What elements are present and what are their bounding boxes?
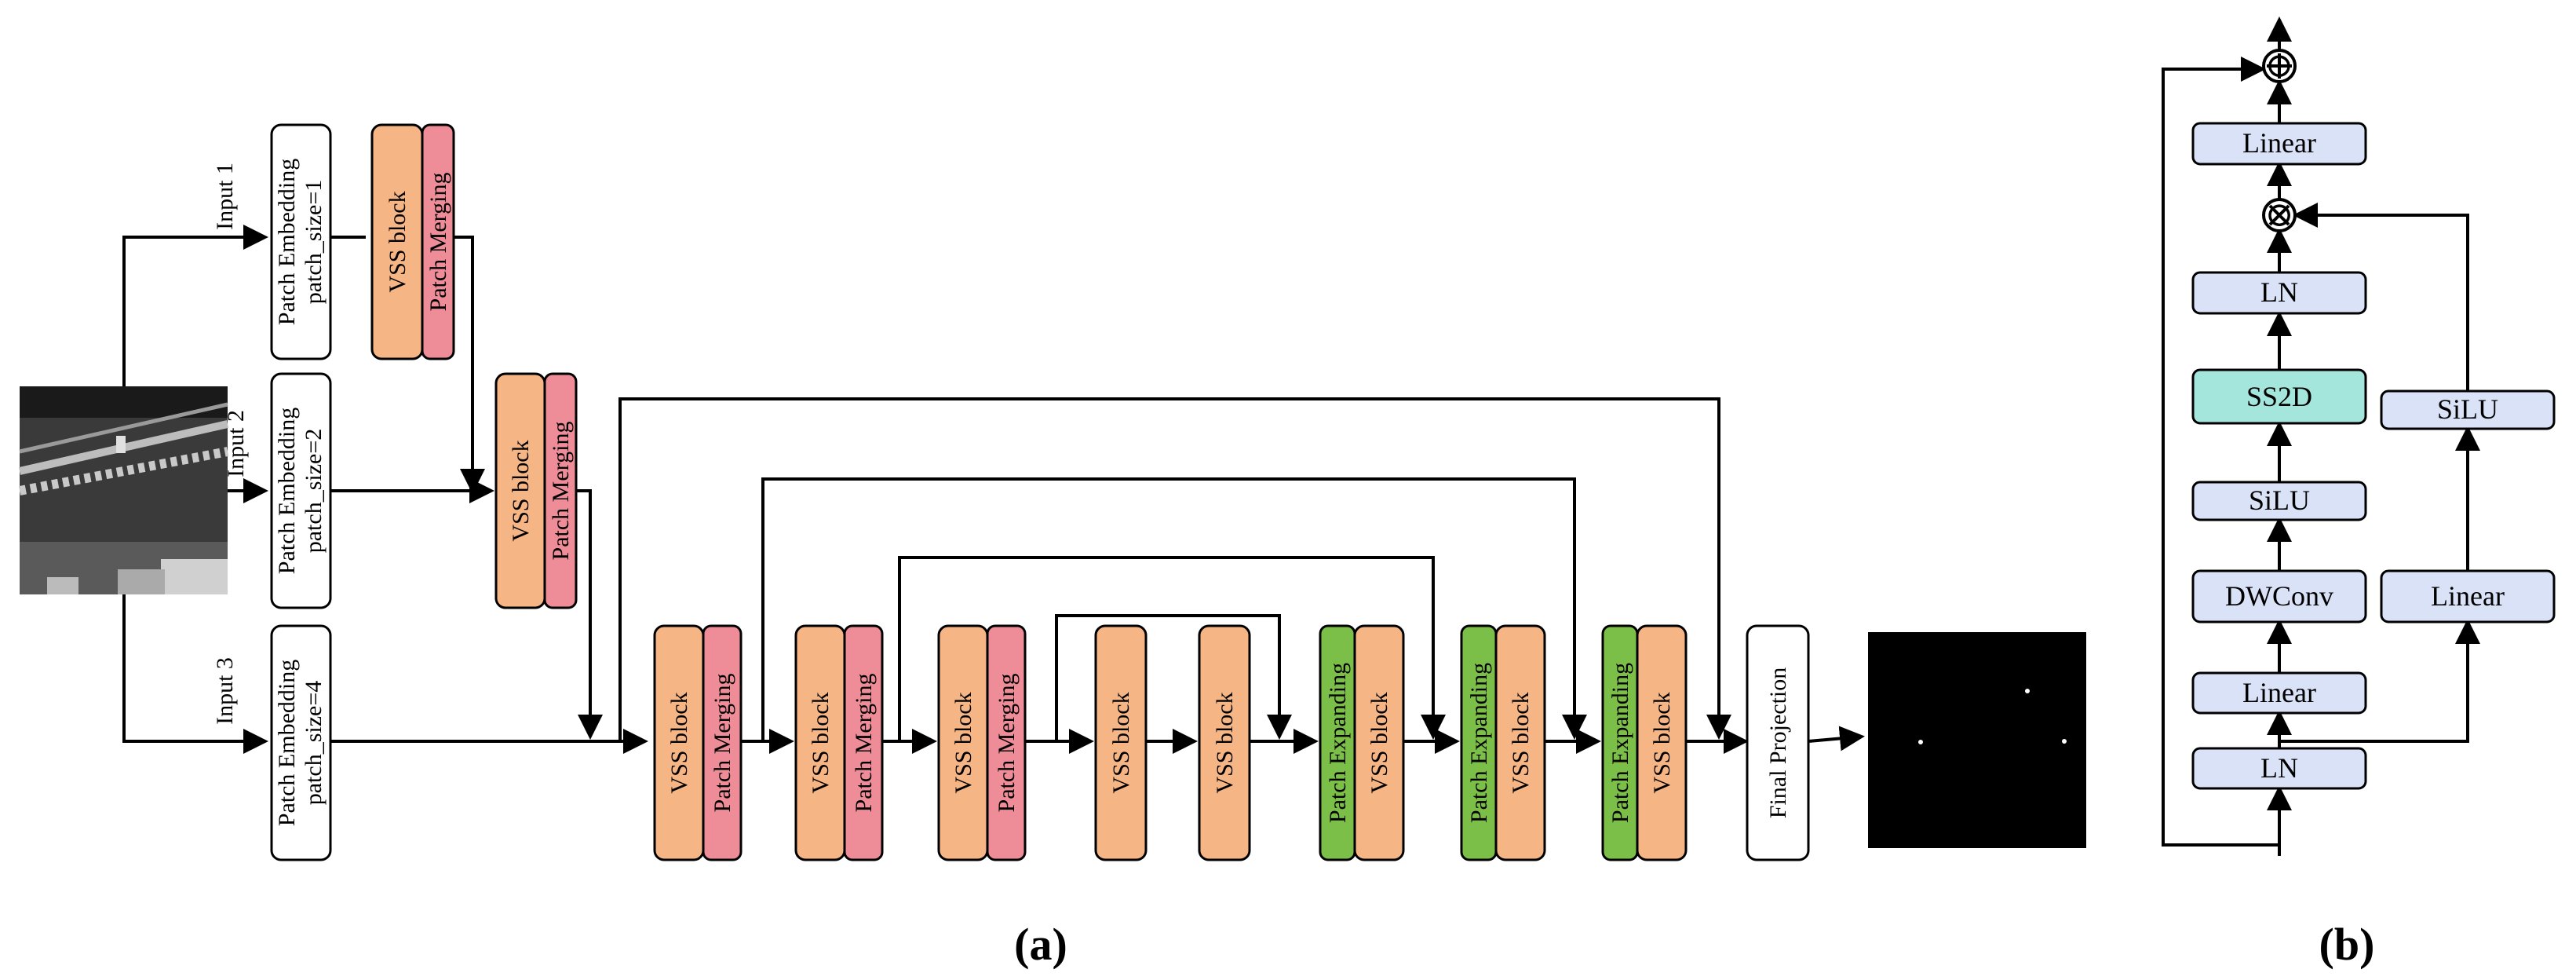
decoder-2-expanding-label: Patch Expanding: [1466, 663, 1492, 823]
ln-bottom-label: LN: [2260, 752, 2298, 784]
decoder-1-expanding-label: Patch Expanding: [1325, 663, 1351, 823]
decoder-3-expanding-label: Patch Expanding: [1607, 663, 1633, 823]
input-3-label: Input 3: [212, 657, 238, 725]
output-mask: [1868, 632, 2086, 848]
patch-embedding-3-title: Patch Embedding: [274, 660, 300, 826]
silu-main-label: SiLU: [2249, 485, 2310, 516]
dwconv-label: DWConv: [2225, 580, 2333, 612]
final-projection: Final Projection: [1746, 624, 1810, 861]
main-row-edges: [741, 726, 1865, 754]
stage-1-vss-label: VSS block: [385, 191, 410, 292]
block-dwconv: DWConv: [2191, 569, 2367, 623]
decoder-stage-3: Patch Expanding VSS block: [1601, 624, 1688, 861]
bottleneck-vss-2-label: VSS block: [1212, 692, 1238, 793]
patch-embedding-1-size: patch_size=1: [301, 180, 327, 305]
decoder-1-vss-label: VSS block: [1366, 692, 1392, 793]
block-silu-side: SiLU: [2380, 389, 2556, 430]
stage-1-merging-label: Patch Merging: [425, 173, 451, 312]
encoder-stage-5: VSS block Patch Merging: [937, 624, 1027, 861]
multiply-node: ⊗: [2262, 196, 2297, 234]
panel-b: ⊕ ⊗ Linear LN SS2D SiLU DWConv: [2162, 16, 2556, 970]
block-ln-bottom: LN: [2191, 747, 2367, 790]
skip-connections: [618, 397, 1731, 741]
panel-b-edges: [2162, 16, 2480, 856]
stage-5-vss-label: VSS block: [950, 692, 976, 793]
ln-top-label: LN: [2260, 276, 2298, 308]
input-image: [18, 386, 229, 594]
linear-top-label: Linear: [2242, 127, 2316, 159]
panel-a: Input 1 Input 2 Input 3 Patch Embedding …: [18, 123, 2086, 970]
patch-embedding-2-title: Patch Embedding: [274, 408, 300, 574]
decoder-2-vss-label: VSS block: [1508, 692, 1534, 793]
stage-4-merging-label: Patch Merging: [851, 674, 877, 813]
stage-3-merging-label: Patch Merging: [710, 674, 735, 813]
decoder-3-vss-label: VSS block: [1649, 692, 1675, 793]
encoder-stage-2: VSS block Patch Merging: [494, 372, 578, 609]
stage-2-vss-label: VSS block: [508, 440, 534, 541]
block-linear-side: Linear: [2380, 569, 2556, 623]
patch-embedding-3: Patch Embedding patch_size=4: [270, 624, 332, 861]
caption-b: (b): [2319, 919, 2375, 970]
bottleneck-vss-1-label: VSS block: [1108, 692, 1134, 793]
input-edges: [122, 225, 648, 754]
patch-embedding-3-size: patch_size=4: [301, 681, 327, 806]
patch-embedding-2-size: patch_size=2: [301, 429, 327, 554]
encoder-stage-4: VSS block Patch Merging: [794, 624, 884, 861]
block-ln-top: LN: [2191, 271, 2367, 315]
stage-5-merging-label: Patch Merging: [994, 674, 1020, 813]
encoder-stage-3: VSS block Patch Merging: [653, 624, 743, 861]
silu-side-label: SiLU: [2437, 393, 2498, 425]
block-silu-main: SiLU: [2191, 481, 2367, 521]
decoder-stage-2: Patch Expanding VSS block: [1460, 624, 1546, 861]
patch-embedding-2: Patch Embedding patch_size=2: [270, 372, 332, 609]
final-projection-label: Final Projection: [1765, 667, 1791, 818]
input-2-label: Input 2: [223, 410, 249, 477]
ss2d-label: SS2D: [2246, 381, 2312, 412]
add-node: ⊕: [2262, 46, 2297, 85]
linear-mid-label: Linear: [2242, 677, 2316, 708]
block-linear-mid: Linear: [2191, 671, 2367, 715]
stage-4-vss-label: VSS block: [808, 692, 834, 793]
block-linear-top: Linear: [2191, 122, 2367, 166]
patch-embedding-1: Patch Embedding patch_size=1: [270, 123, 332, 360]
patch-embedding-1-title: Patch Embedding: [274, 159, 300, 325]
bottleneck-vss-1: VSS block: [1094, 624, 1148, 861]
encoder-stage-1: VSS block Patch Merging: [370, 123, 455, 360]
input-1-label: Input 1: [212, 163, 238, 230]
block-ss2d: SS2D: [2191, 368, 2367, 425]
caption-a: (a): [1014, 919, 1067, 970]
decoder-stage-1: Patch Expanding VSS block: [1319, 624, 1405, 861]
linear-side-label: Linear: [2431, 580, 2505, 612]
bottleneck-vss-2: VSS block: [1198, 624, 1251, 861]
stage-2-merging-label: Patch Merging: [548, 422, 574, 561]
stage-3-vss-label: VSS block: [666, 692, 692, 793]
